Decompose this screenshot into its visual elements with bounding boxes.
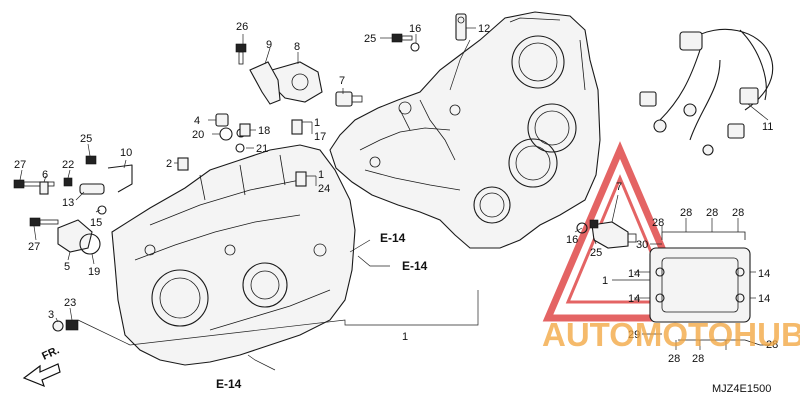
callout-27-bottom: 27 [28, 241, 40, 253]
wire-harness-11 [639, 28, 774, 156]
washer-3 [52, 320, 64, 332]
callout-11: 11 [762, 121, 773, 133]
washer-16-top [410, 42, 420, 52]
callout-8: 8 [294, 41, 300, 53]
callout-29: 29 [628, 329, 640, 341]
ref-e14-upper: E-14 [380, 231, 406, 245]
bolt-25-left [85, 155, 97, 165]
callout-27-top: 27 [14, 159, 26, 171]
cover-plate-14 [649, 247, 751, 323]
callout-12: 12 [478, 23, 490, 35]
o-ring-20 [219, 127, 233, 141]
bolt-25-lower [589, 219, 599, 229]
callout-2: 2 [166, 158, 172, 170]
callout-23: 23 [64, 297, 76, 309]
ref-e14-bottom: E-14 [216, 377, 242, 391]
callout-14-right-bottom: 14 [758, 293, 770, 305]
callout-28-d: 28 [732, 207, 744, 219]
sensor-7-lower [591, 221, 637, 249]
dowel-24 [295, 171, 307, 187]
dowel-18 [239, 123, 251, 137]
washer-15 [97, 205, 107, 215]
callout-19: 19 [88, 266, 100, 278]
callout-26: 26 [236, 21, 248, 33]
front-label: FR. [40, 344, 61, 362]
bolt-27-bottom-shaft [39, 219, 59, 225]
bolt-25-top [391, 33, 413, 43]
washer-16-lower [576, 222, 588, 234]
bracket-9 [249, 61, 281, 105]
callout-22: 22 [62, 159, 74, 171]
callout-5: 5 [64, 261, 70, 273]
upper-crankcase [329, 11, 601, 249]
front-direction-arrow [22, 363, 61, 388]
bolt-27-top [13, 179, 25, 189]
nut-22 [63, 177, 73, 187]
callout-21: 21 [256, 143, 268, 155]
callout-13: 13 [62, 197, 74, 209]
gasket-outline [661, 231, 770, 346]
callout-14-left-bottom: 14 [628, 293, 640, 305]
plug-23 [65, 319, 79, 331]
bolt-26 [235, 43, 247, 65]
callout-28-f: 28 [692, 353, 704, 365]
callout-15: 15 [90, 217, 102, 229]
o-ring-19 [79, 233, 101, 255]
callout-16-lower: 16 [566, 234, 578, 246]
callout-1-upper: 1 [314, 117, 320, 129]
callout-9: 9 [266, 39, 272, 51]
ref-e14-middle: E-14 [402, 259, 428, 273]
callout-labels: 26 9 8 7 25 16 12 11 7 16 25 4 20 18 21 … [14, 21, 778, 365]
callout-14-left-top: 14 [628, 268, 640, 280]
sensor-13 [79, 183, 105, 195]
callout-14-right-top: 14 [758, 268, 770, 280]
diagram-code: MJZ4E1500 [712, 383, 771, 395]
leader-lines [19, 27, 769, 371]
callout-6: 6 [42, 169, 48, 181]
callout-7-upper: 7 [339, 75, 345, 87]
dowel-4 [215, 113, 229, 127]
callout-28-b: 28 [680, 207, 692, 219]
reference-labels: E-14 E-14 E-14 [216, 231, 428, 391]
callout-1-bottom: 1 [402, 331, 408, 343]
pump-5 [57, 219, 93, 253]
callout-28-a: 28 [652, 217, 664, 229]
sensor-7-upper [335, 91, 363, 107]
callout-3: 3 [48, 309, 54, 321]
callout-25-left: 25 [80, 133, 92, 145]
sensor-12 [455, 13, 467, 41]
callout-10: 10 [120, 147, 132, 159]
left-small-parts [13, 113, 307, 332]
callout-4: 4 [194, 115, 200, 127]
callout-17: 17 [314, 131, 326, 143]
callout-20: 20 [192, 129, 204, 141]
collar-6 [39, 181, 49, 195]
bolt-27-top-shaft [23, 181, 55, 187]
callout-28-c: 28 [706, 207, 718, 219]
callout-16-top: 16 [409, 23, 421, 35]
lower-crankcase [111, 144, 356, 366]
callout-28-g: 28 [766, 339, 778, 351]
callout-1-mid: 1 [318, 169, 324, 181]
dowel-17 [291, 119, 303, 135]
callout-25-lower: 25 [590, 247, 602, 259]
callout-28-e: 28 [668, 353, 680, 365]
bracket-10 [107, 164, 133, 193]
callout-30: 30 [636, 239, 648, 251]
callout-1-cover: 1 [602, 275, 608, 287]
watermark-triangle [542, 141, 698, 322]
dowel-2 [177, 157, 189, 171]
callout-18: 18 [258, 125, 270, 137]
watermark-text: AUTOMOTOHUB [542, 316, 800, 353]
callout-24: 24 [318, 183, 330, 195]
bolt-27-bottom [29, 217, 41, 227]
callout-7-lower: 7 [616, 181, 622, 193]
washer-21 [235, 143, 245, 153]
callout-25-top: 25 [364, 33, 376, 45]
